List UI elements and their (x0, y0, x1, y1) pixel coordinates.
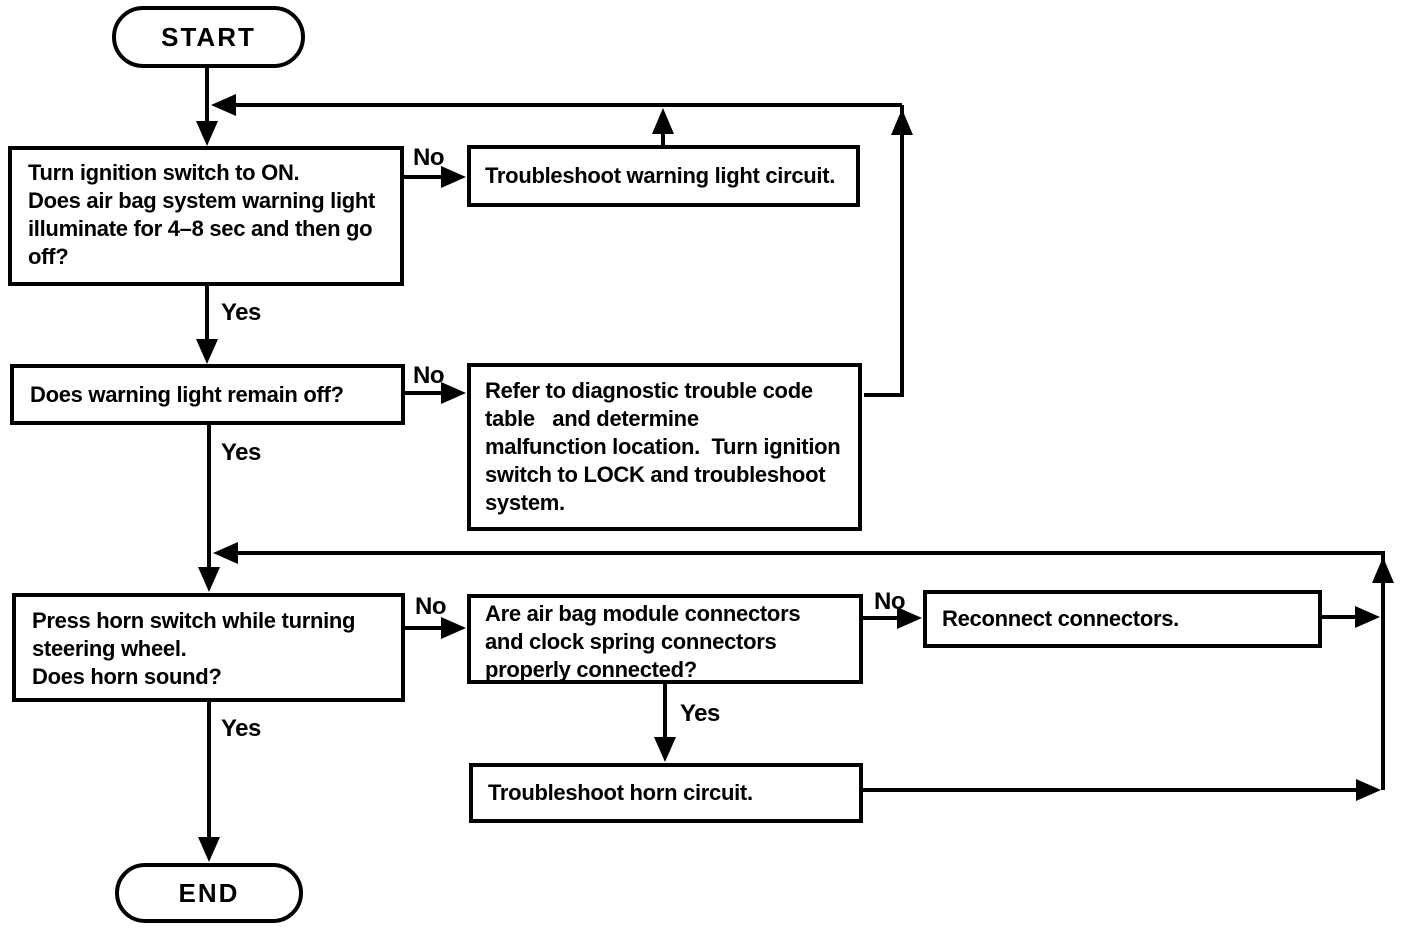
node-check-warning-light: Turn ignition switch to ON. Does air bag… (8, 146, 404, 286)
edge-press-horn-yes (198, 702, 220, 862)
node-end: END (115, 863, 303, 923)
node-check-warning-light-label: Turn ignition switch to ON. Does air bag… (28, 160, 376, 269)
node-reconnect-connectors-label: Reconnect connectors. (942, 606, 1179, 631)
edge-label-no-1: No (413, 144, 445, 171)
node-troubleshoot-horn-label: Troubleshoot horn circuit. (488, 780, 753, 805)
edge-check-warning-light-yes (196, 286, 218, 364)
node-warning-light-remain-off-label: Does warning light remain off? (30, 381, 344, 407)
edge-warning-light-remain-yes (198, 425, 220, 592)
edge-label-no-2: No (413, 362, 445, 389)
edge-connectors-yes (654, 684, 676, 762)
node-reconnect-connectors: Reconnect connectors. (923, 590, 1322, 648)
node-start: START (112, 6, 305, 68)
node-refer-dtc-table-label: Refer to diagnostic trouble code table a… (485, 378, 841, 515)
edge-press-horn-no (405, 617, 466, 639)
edge-warning-light-remain-no (405, 382, 466, 404)
node-press-horn-switch-label: Press horn switch while turning steering… (32, 608, 356, 689)
edge-reconnect-to-feedback-bottom (1322, 606, 1380, 628)
edge-label-no-4: No (874, 588, 906, 615)
edge-feedback-bottom-line (213, 542, 1394, 790)
node-warning-light-remain-off: Does warning light remain off? (10, 364, 405, 425)
edge-troubleshoot-warning-light-to-feedback-top (652, 108, 674, 145)
edge-label-no-3: No (415, 593, 447, 620)
edge-label-yes-4: Yes (680, 700, 720, 727)
edge-label-yes-1: Yes (221, 299, 261, 326)
edge-check-warning-light-no (404, 166, 466, 188)
edge-start-to-check-warning-light (196, 66, 218, 146)
node-press-horn-switch: Press horn switch while turning steering… (12, 593, 405, 702)
node-refer-dtc-table: Refer to diagnostic trouble code table a… (467, 363, 862, 531)
edge-feedback-top-line (211, 94, 902, 116)
edge-refer-dtc-to-feedback-top (864, 105, 913, 397)
node-end-label: END (178, 877, 240, 908)
node-troubleshoot-horn: Troubleshoot horn circuit. (469, 763, 863, 823)
edge-label-yes-3: Yes (221, 715, 261, 742)
node-connectors-connected-label: Are air bag module connectors and clock … (485, 601, 801, 682)
edge-label-yes-2: Yes (221, 439, 261, 466)
node-connectors-connected: Are air bag module connectors and clock … (467, 594, 863, 684)
edge-connectors-no (863, 607, 922, 629)
edge-troubleshoot-horn-to-feedback-bottom (863, 779, 1381, 801)
node-troubleshoot-warning-light-label: Troubleshoot warning light circuit. (485, 163, 836, 188)
node-troubleshoot-warning-light: Troubleshoot warning light circuit. (467, 145, 860, 207)
node-start-label: START (161, 21, 256, 52)
